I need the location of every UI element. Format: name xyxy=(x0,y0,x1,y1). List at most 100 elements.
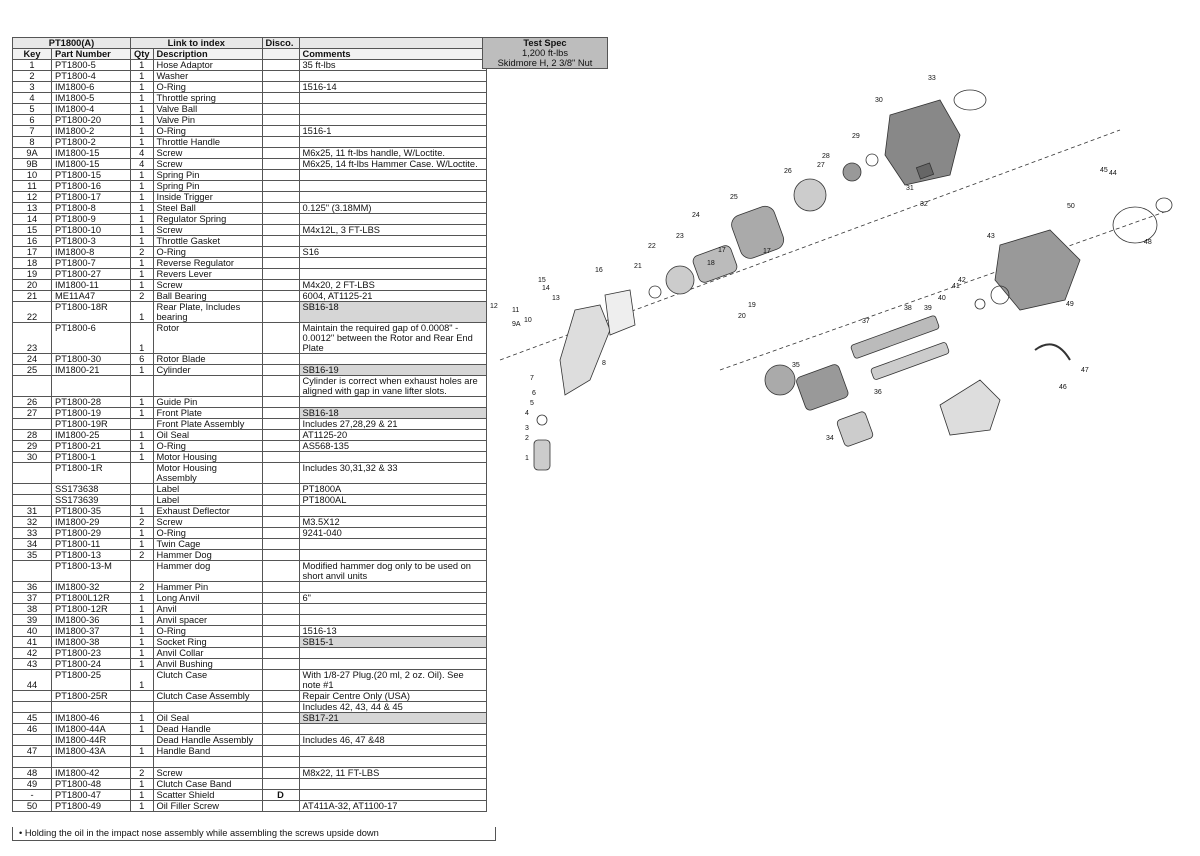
row-description: O-Ring xyxy=(152,81,263,93)
anvil-collar-shape xyxy=(990,285,1010,305)
row-disco xyxy=(261,268,300,280)
col-part-number: Part Number xyxy=(51,48,131,60)
diagram-callout-label: 22 xyxy=(648,243,656,250)
row-part-number: PT1800-19R xyxy=(51,418,131,430)
row-description: Steel Ball xyxy=(152,202,263,214)
row-key: 7 xyxy=(12,125,52,137)
row-qty: 1 xyxy=(130,268,154,280)
row-description: Screw xyxy=(152,279,263,291)
diagram-callout-label: 20 xyxy=(738,313,746,320)
row-qty: 1 xyxy=(130,257,154,269)
row-disco xyxy=(261,322,300,354)
row-description: Motor Housing Assembly xyxy=(152,462,263,484)
row-qty: 1 xyxy=(130,407,154,419)
socket-ring-shape xyxy=(974,298,986,310)
row-part-number: IM1800-11 xyxy=(51,279,131,291)
row-disco xyxy=(261,712,300,724)
row-qty: 1 xyxy=(130,440,154,452)
row-part-number: IM1800-46 xyxy=(51,712,131,724)
row-comments xyxy=(298,213,487,225)
row-key: 40 xyxy=(12,625,52,637)
link-to-index[interactable]: Link to index xyxy=(130,37,263,49)
diagram-callout-label: 3 xyxy=(525,425,529,432)
row-key: 27 xyxy=(12,407,52,419)
row-part-number: PT1800-13 xyxy=(51,549,131,561)
row-key: 34 xyxy=(12,538,52,550)
row-description xyxy=(152,701,263,713)
hammer-dog-shape xyxy=(764,364,796,396)
row-comments: M8x22, 11 FT-LBS xyxy=(298,767,487,779)
diagram-callout-label: 12 xyxy=(490,303,498,310)
row-disco xyxy=(261,407,300,419)
diagram-callout-label: 17 xyxy=(763,248,771,255)
row-comments xyxy=(298,257,487,269)
row-key: 12 xyxy=(12,191,52,203)
row-part-number: PT1800-49 xyxy=(51,800,131,812)
row-disco xyxy=(261,235,300,247)
row-disco xyxy=(261,213,300,225)
row-key: 45 xyxy=(12,712,52,724)
row-comments: Includes 46, 47 &48 xyxy=(298,734,487,746)
row-disco xyxy=(261,440,300,452)
row-qty xyxy=(130,734,154,746)
row-description: Oil Seal xyxy=(152,429,263,441)
row-qty: 1 xyxy=(130,647,154,659)
row-description: Hammer Pin xyxy=(152,581,263,593)
row-key: 2 xyxy=(12,70,52,82)
row-description: Anvil spacer xyxy=(152,614,263,626)
row-description: Hose Adaptor xyxy=(152,59,263,71)
col-key: Key xyxy=(12,48,52,60)
diagram-callout-label: 36 xyxy=(874,389,882,396)
motor-housing-shape xyxy=(884,99,961,186)
row-qty: 1 xyxy=(130,224,154,236)
row-key: 24 xyxy=(12,353,52,365)
row-key: 10 xyxy=(12,169,52,181)
row-comments: SB16-18 xyxy=(298,301,487,323)
diagram-callout-label: 15 xyxy=(538,277,546,284)
row-comments xyxy=(298,603,487,615)
row-part-number: PT1800-1 xyxy=(51,451,131,463)
row-part-number: IM1800-29 xyxy=(51,516,131,528)
row-key: 33 xyxy=(12,527,52,539)
row-description: Revers Lever xyxy=(152,268,263,280)
row-disco xyxy=(261,429,300,441)
row-qty: 1 xyxy=(130,70,154,82)
parts-sheet: PT1800(A) Link to index Disco. Key Part … xyxy=(12,37,487,812)
row-key: 23 xyxy=(12,322,52,354)
row-part-number: ME11A47 xyxy=(51,290,131,302)
row-description: Socket Ring xyxy=(152,636,263,648)
row-description: Label xyxy=(152,494,263,506)
col-comments: Comments xyxy=(298,48,487,60)
hammer-dog-2-shape xyxy=(836,411,874,447)
row-qty: 2 xyxy=(130,581,154,593)
row-disco xyxy=(261,353,300,365)
row-key: 1 xyxy=(12,59,52,71)
anvil-shape xyxy=(870,342,950,380)
header-top-row: PT1800(A) Link to index Disco. xyxy=(12,37,487,49)
row-comments: 6" xyxy=(298,592,487,604)
row-qty: 1 xyxy=(130,59,154,71)
diagram-callout-label: 33 xyxy=(928,75,936,82)
row-description: Scatter Shield xyxy=(152,789,263,801)
row-qty xyxy=(130,494,154,506)
parts-table: PT1800(A) Link to index Disco. Key Part … xyxy=(12,37,487,812)
row-description: Oil Seal xyxy=(152,712,263,724)
row-comments xyxy=(298,103,487,115)
row-disco xyxy=(261,462,300,484)
diagram-callout-label: 45 xyxy=(1100,167,1108,174)
row-part-number: PT1800-35 xyxy=(51,505,131,517)
row-qty: 1 xyxy=(130,789,154,801)
row-qty: 1 xyxy=(130,191,154,203)
row-comments: Repair Centre Only (USA) xyxy=(298,690,487,702)
